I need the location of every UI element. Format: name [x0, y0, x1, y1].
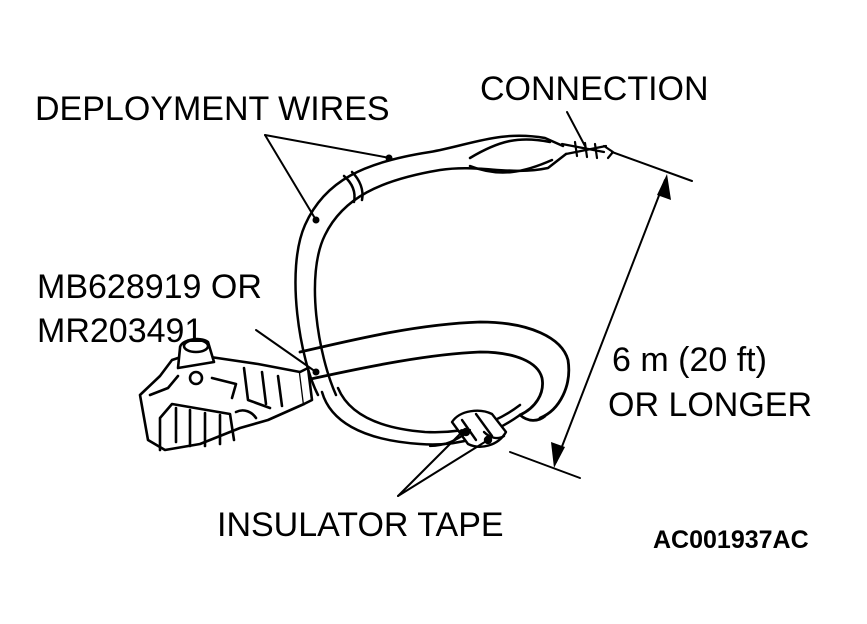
wire-split-upper: [468, 138, 552, 160]
connection-twist: [560, 140, 615, 160]
leader-insulator-1: [397, 431, 463, 497]
wire-clip-2: [350, 170, 364, 202]
leader-part-number: [255, 329, 317, 373]
label-part-number-line2: MR203491: [37, 312, 204, 350]
label-length-line1: 6 m (20 ft): [612, 341, 767, 379]
dimension-line-bottom: [509, 451, 581, 479]
figure-code: AC001937AC: [653, 526, 809, 554]
deployment-wire-outer: [294, 134, 565, 397]
label-length-line2: OR LONGER: [608, 386, 813, 424]
leader-connection: [566, 111, 586, 147]
leader-insulator-2: [397, 439, 489, 497]
dimension-line-top: [611, 151, 693, 182]
deployment-wire-inner: [313, 152, 568, 397]
dimension-arrow-shaft: [555, 179, 666, 463]
label-part-number-line1: MB628919 OR: [37, 268, 262, 306]
label-deployment-wires: DEPLOYMENT WIRES: [35, 90, 390, 128]
label-connection: CONNECTION: [480, 70, 709, 108]
harness-cable-end: [518, 413, 547, 422]
harness-cable-top: [298, 320, 571, 420]
leader-deployment-1: [264, 134, 317, 221]
harness-cable-bottom: [304, 350, 544, 417]
leader-deployment-2: [264, 134, 391, 159]
connector: [138, 337, 314, 452]
dimension-arrow-head-bottom: [551, 442, 565, 468]
dimension-arrow-head-top: [657, 174, 671, 200]
wire-clip: [342, 174, 356, 204]
label-insulator-tape: INSULATOR TAPE: [217, 506, 504, 544]
wire-split-lower: [468, 158, 554, 174]
